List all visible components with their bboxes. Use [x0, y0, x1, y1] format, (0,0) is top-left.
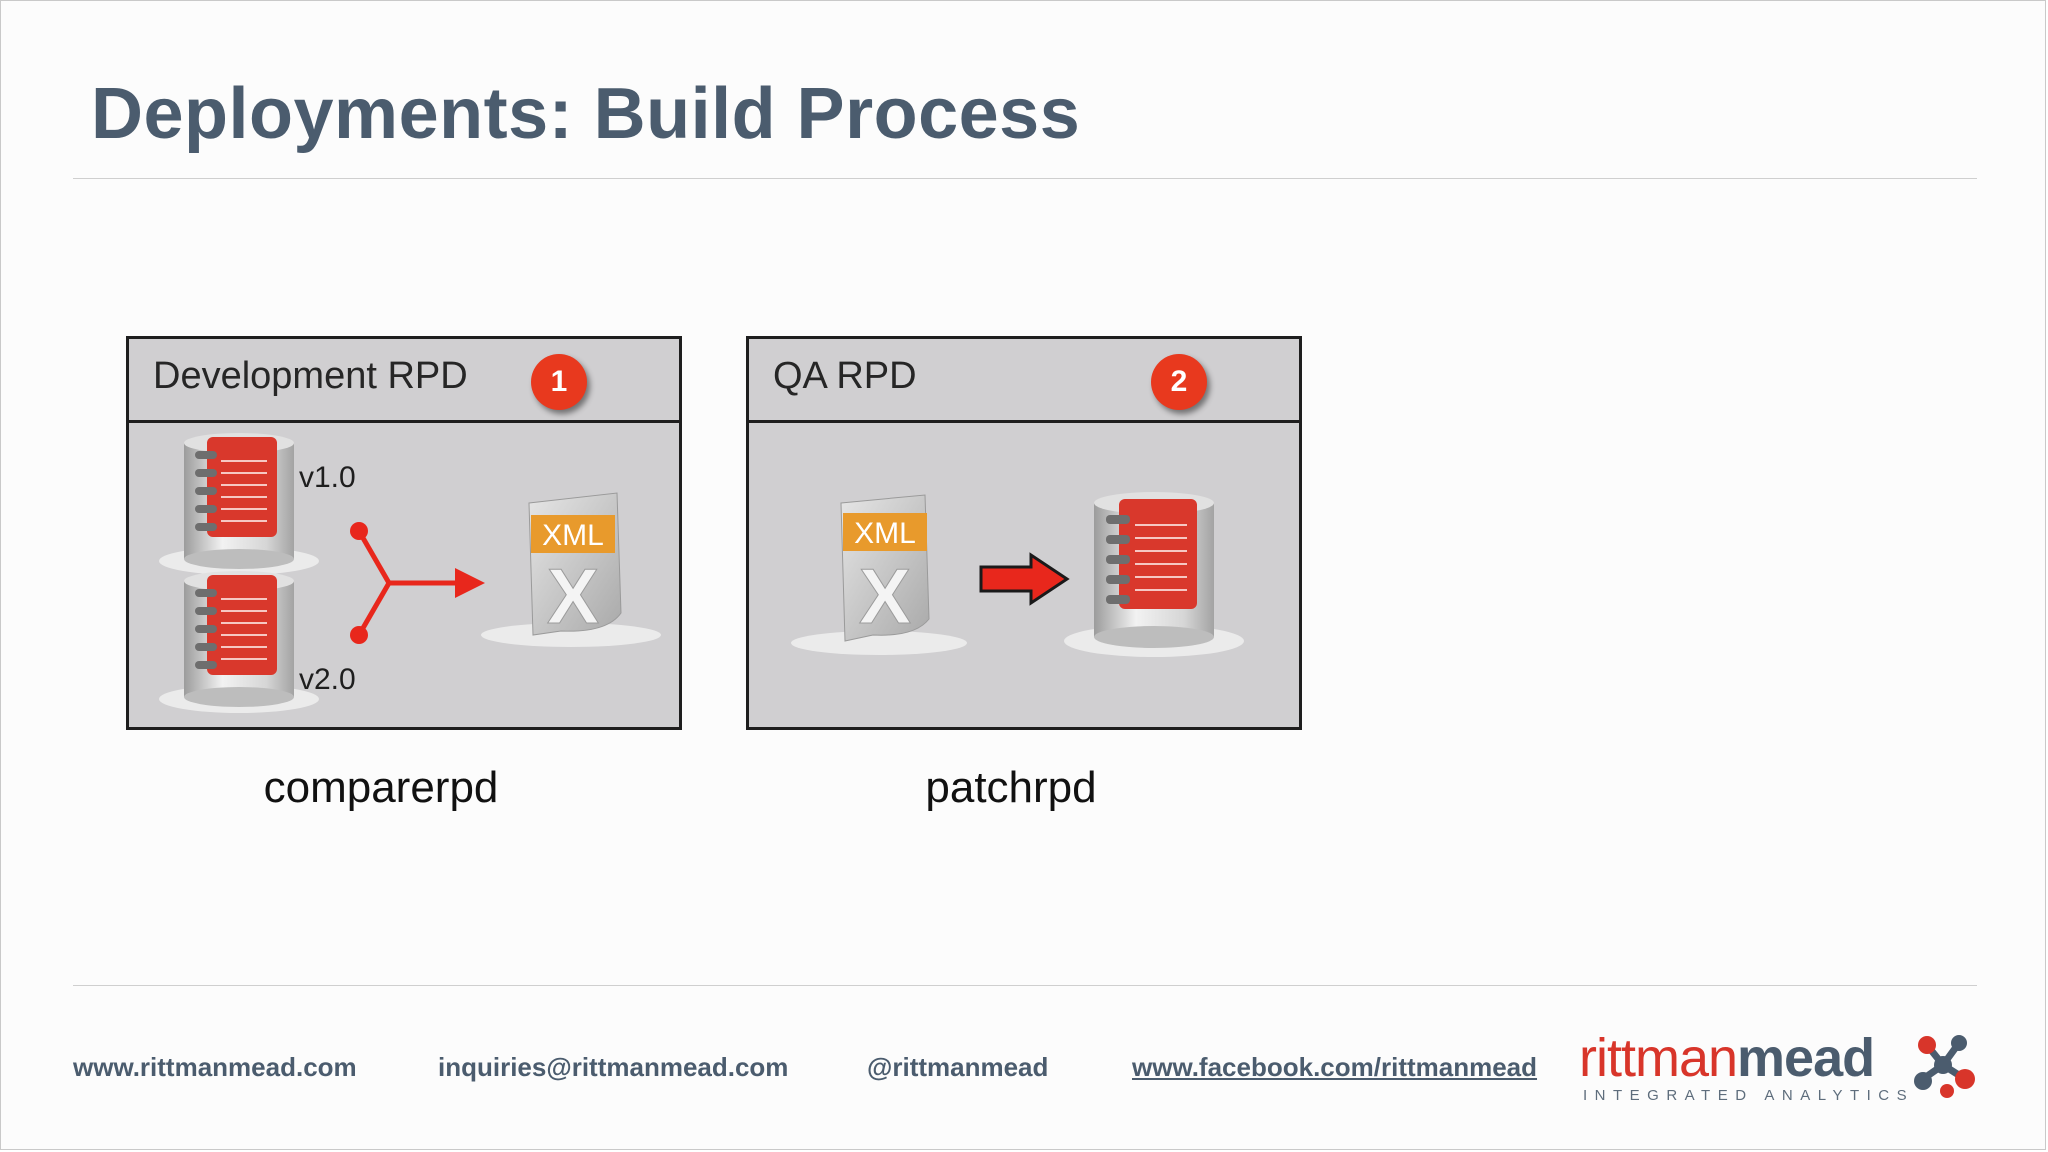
step-badge-2: 2 [1151, 354, 1207, 410]
development-rpd-panel: Development RPD 1 [126, 336, 682, 730]
logo-tagline: INTEGRATED ANALYTICS [1583, 1087, 1915, 1104]
xml-file-icon: XML X [481, 492, 661, 647]
merge-arrow-icon [350, 522, 485, 644]
panel-header: QA RPD 2 [749, 339, 1299, 423]
logo-wordmark: rittmanmead [1579, 1028, 1875, 1088]
database-notebook-icon [159, 433, 319, 575]
logo-molecule-icon [1914, 1035, 1975, 1098]
qa-rpd-panel: QA RPD 2 [746, 336, 1302, 730]
svg-text:X: X [859, 552, 911, 640]
panel-body: XML X [749, 423, 1299, 727]
panel-body: XML X v1.0 v2.0 [129, 423, 679, 727]
xml-label: XML [854, 517, 916, 550]
version-label: v1.0 [299, 461, 356, 494]
footer-email[interactable]: inquiries@rittmanmead.com [438, 1052, 789, 1082]
database-notebook-icon [1064, 492, 1244, 657]
step-badge-1: 1 [531, 354, 587, 410]
xml-file-icon: XML X [791, 494, 967, 655]
footer-website[interactable]: www.rittmanmead.com [73, 1052, 357, 1082]
rittmanmead-logo: rittmanmead INTEGRATED ANALYTICS [1579, 1028, 1979, 1104]
svg-text:X: X [547, 552, 599, 640]
database-notebook-icon [159, 571, 319, 713]
qa-diagram: XML X [791, 492, 1244, 657]
panel-title: QA RPD [773, 355, 917, 397]
development-diagram: XML X [159, 433, 661, 713]
xml-label: XML [542, 519, 604, 552]
footer-facebook-link[interactable]: www.facebook.com/rittmanmead [1132, 1052, 1538, 1082]
panel-title: Development RPD [153, 355, 468, 397]
right-arrow-icon [979, 552, 1070, 606]
page-title: Deployments: Build Process [91, 74, 1081, 154]
footer-twitter[interactable]: @rittmanmead [867, 1052, 1049, 1082]
command-caption: patchrpd [925, 763, 1097, 812]
command-caption: comparerpd [263, 763, 499, 812]
panel-header: Development RPD 1 [129, 339, 679, 423]
footer-divider [73, 985, 1977, 986]
version-label: v2.0 [299, 663, 356, 696]
title-divider [73, 178, 1977, 179]
